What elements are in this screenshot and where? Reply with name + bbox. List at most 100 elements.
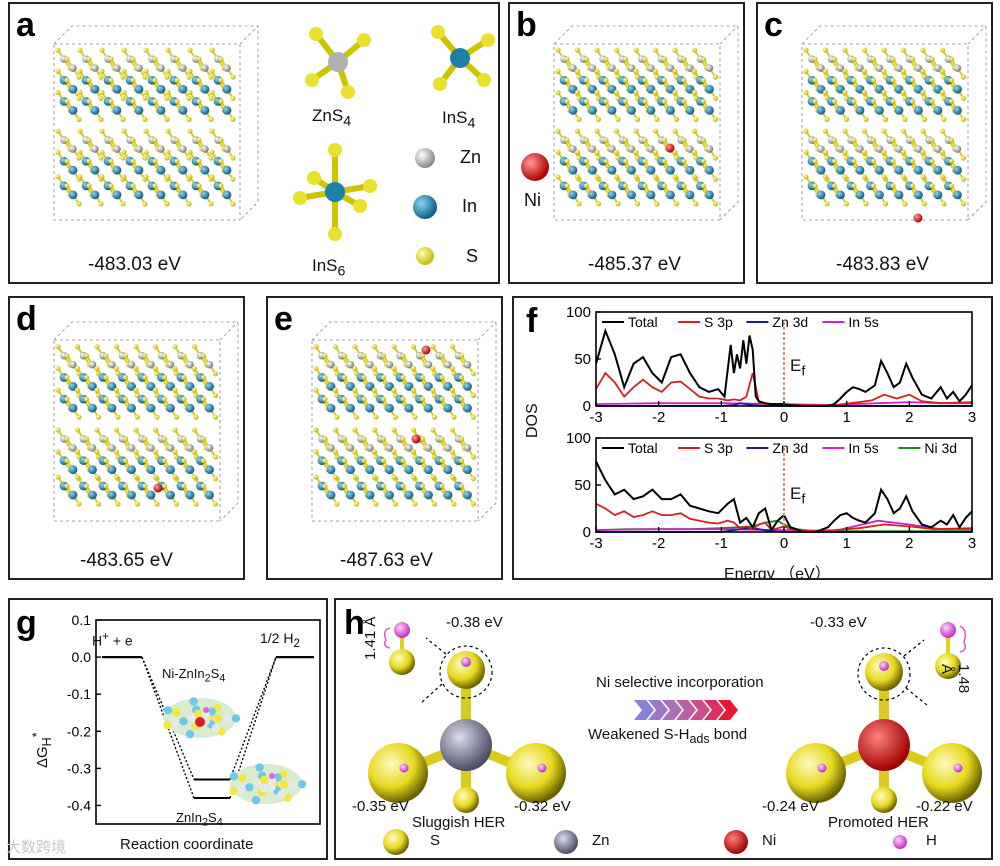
- unit-cell-box: [311, 321, 497, 522]
- h-legend-zn-icon: [554, 830, 578, 854]
- h-left-bond: 1.41 Å: [362, 616, 379, 660]
- dos-xtick: -1: [715, 409, 728, 426]
- atom-legend: [413, 148, 437, 265]
- panel-a-label: a: [16, 6, 35, 44]
- panel-h: h: [334, 598, 993, 860]
- h-right-bond: 1.48 Å: [938, 664, 972, 694]
- h-legend-h-label: H: [926, 832, 937, 849]
- dos-ytick: 100: [566, 430, 591, 447]
- zn-legend-icon: [415, 148, 435, 168]
- panel-h-label: h: [344, 604, 365, 642]
- g-ni-label: Ni-ZnIn2S4: [162, 666, 226, 685]
- dos-series-s-3p: [595, 502, 973, 533]
- in-legend-label: In: [462, 196, 478, 216]
- dos-ytick: 50: [574, 477, 591, 494]
- h-left-br-energy: -0.32 eV: [514, 798, 571, 815]
- fermi-label-bottom: Ef: [790, 484, 806, 508]
- zns4-tetrahedron-left: [368, 622, 566, 813]
- panel-b: b Ni -485.37 eV: [508, 2, 745, 284]
- panel-e-crystal: [311, 321, 497, 522]
- dos-xlabel: Energy （eV）: [724, 566, 831, 580]
- dos-legend-label: In 5s: [848, 440, 878, 456]
- fermi-label-top: Ef: [790, 356, 806, 380]
- g-zn-label: ZnIn2S4: [176, 810, 223, 829]
- dos-legend-label: S 3p: [704, 314, 733, 330]
- dos-series-s-3p: [595, 371, 973, 406]
- slab-surface-image: [163, 697, 241, 739]
- unit-cell-box: [801, 25, 987, 221]
- dos-legend-label: Zn 3d: [772, 440, 808, 456]
- dos-legend-label: In 5s: [848, 314, 878, 330]
- g-ylabel: ΔGH*: [30, 732, 54, 768]
- atoms: [55, 344, 219, 507]
- g-ytick: 0.1: [72, 612, 92, 628]
- h-legend-s-label: S: [430, 832, 441, 849]
- dos-ytick: 0: [583, 398, 591, 415]
- h-left-top-energy: -0.38 eV: [446, 614, 503, 631]
- dos-xtick: -1: [715, 535, 728, 552]
- zns4-label: ZnS4: [312, 106, 352, 130]
- zn-legend-label: Zn: [460, 147, 482, 167]
- dos-xtick: 0: [780, 409, 788, 426]
- g-ytick: 0.0: [72, 649, 92, 665]
- h-legend-ni-icon: [724, 830, 748, 854]
- dos-series-total: [595, 327, 973, 407]
- h-left-caption: Sluggish HER: [412, 814, 506, 831]
- atoms: [55, 47, 236, 207]
- ins6-label: InS6: [312, 256, 346, 280]
- panel-c-label: c: [764, 6, 783, 44]
- dos-xtick: 3: [968, 535, 976, 552]
- dos-xtick: 2: [905, 409, 913, 426]
- atoms: [803, 47, 967, 207]
- transition-arrow: [634, 700, 738, 720]
- ni-dopant: [665, 143, 675, 153]
- dos-legend-label: S 3p: [704, 440, 733, 456]
- dos-xtick: -3: [589, 535, 602, 552]
- dos-ylabel: DOS: [524, 403, 541, 438]
- in-legend-icon: [413, 195, 437, 219]
- g-ytick: -0.3: [67, 760, 91, 776]
- panel-a: a -483.03 eV ZnS4 InS4 InS6 Zn In S: [8, 2, 500, 284]
- s-legend-icon: [416, 247, 434, 265]
- panel-b-label: b: [516, 6, 537, 44]
- nis4-tetrahedron-right: [786, 622, 982, 813]
- ni-dopant: [153, 483, 163, 493]
- dos-xtick: -3: [589, 409, 602, 426]
- panel-d-energy: -483.65 eV: [80, 550, 173, 571]
- unit-cell-box: [53, 321, 239, 522]
- ni-atom-icon: [521, 153, 549, 181]
- ni-atom-label: Ni: [524, 190, 541, 210]
- dos-ytick: 100: [566, 304, 591, 321]
- dos-series-total: [595, 461, 973, 533]
- h-right-caption: Promoted HER: [828, 814, 929, 831]
- panel-e-energy: -487.63 eV: [340, 550, 433, 571]
- panel-d: d -483.65 eV: [8, 296, 245, 580]
- dos-xtick: 1: [842, 535, 850, 552]
- dos-legend-label: Ni 3d: [924, 440, 957, 456]
- g-xlabel: Reaction coordinate: [120, 836, 254, 853]
- unit-cell-box: [553, 25, 739, 221]
- g-ytick: -0.1: [67, 686, 91, 702]
- ni-dopant: [421, 345, 431, 355]
- dos-legend-label: Total: [628, 440, 658, 456]
- dos-xtick: 3: [968, 409, 976, 426]
- h-schematic: [368, 622, 982, 855]
- panel-f-label: f: [526, 302, 538, 340]
- h-right-top-energy: -0.33 eV: [810, 614, 867, 631]
- dos-legend-label: Total: [628, 314, 658, 330]
- h-arrow-top-text: Ni selective incorporation: [596, 674, 764, 691]
- panel-a-crystal: [53, 25, 259, 221]
- g-axes-frame: [95, 619, 321, 825]
- h-legend-s-icon: [383, 829, 409, 855]
- panel-a-energy: -483.03 eV: [88, 254, 181, 275]
- dos-legend-label: Zn 3d: [772, 314, 808, 330]
- h-right-br-energy: -0.22 eV: [916, 798, 973, 815]
- watermark: 大数跨境: [6, 839, 67, 856]
- g-connector: [141, 656, 195, 799]
- panel-e-label: e: [274, 300, 293, 338]
